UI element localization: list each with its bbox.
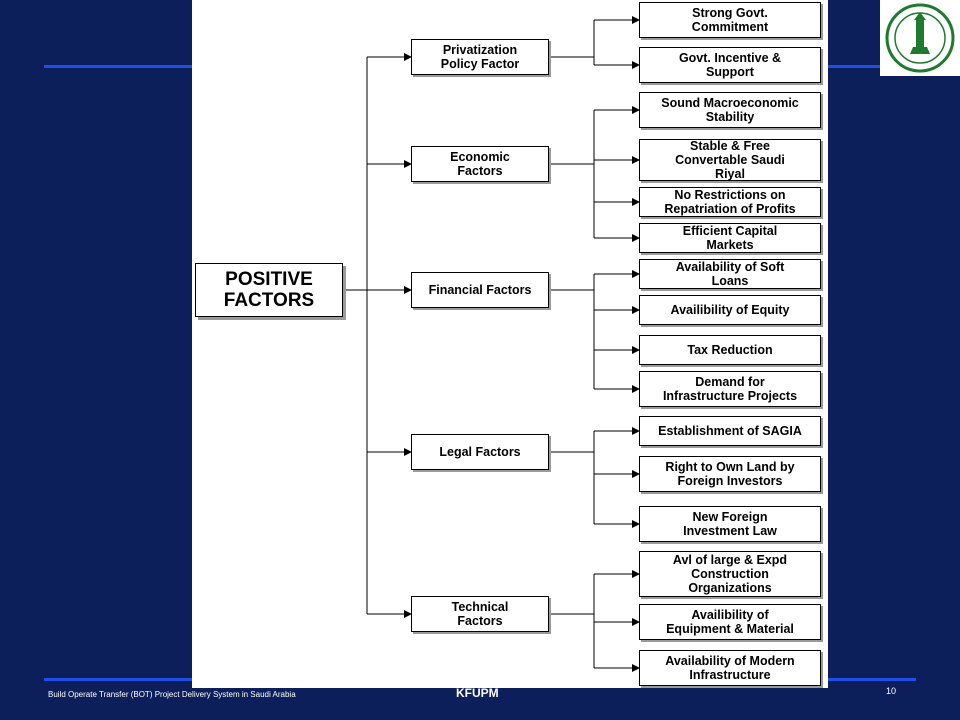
category-node-economic: Economic Factors <box>411 146 549 182</box>
category-node-technical: Technical Factors <box>411 596 549 632</box>
university-emblem-icon <box>880 0 960 76</box>
category-node-financial: Financial Factors <box>411 272 549 308</box>
item-node-sagia: Establishment of SAGIA <box>639 416 821 446</box>
item-node-investment-law: New Foreign Investment Law <box>639 506 821 542</box>
category-node-legal: Legal Factors <box>411 434 549 470</box>
page-number: 10 <box>886 686 897 696</box>
item-node-strong-govt-commitment: Strong Govt. Commitment <box>639 2 821 38</box>
root-node-positive-factors: POSITIVE FACTORS <box>195 263 343 317</box>
diagram-canvas: POSITIVE FACTORS Privatization Policy Fa… <box>192 0 828 688</box>
item-node-equipment-material: Availibility of Equipment & Material <box>639 604 821 640</box>
presentation-title: Build Operate Transfer (BOT) Project Del… <box>48 690 296 699</box>
item-node-modern-infrastructure: Availability of Modern Infrastructure <box>639 650 821 686</box>
item-node-equity: Availibility of Equity <box>639 295 821 325</box>
item-node-own-land: Right to Own Land by Foreign Investors <box>639 456 821 492</box>
item-node-govt-incentive: Govt. Incentive & Support <box>639 47 821 83</box>
connector-lines <box>343 16 640 672</box>
item-node-capital-markets: Efficient Capital Markets <box>639 223 821 253</box>
item-node-no-restrictions-profits: No Restrictions on Repatriation of Profi… <box>639 187 821 217</box>
category-node-privatization: Privatization Policy Factor <box>411 39 549 75</box>
item-node-construction-organizations: Avl of large & Expd Construction Organiz… <box>639 551 821 597</box>
item-node-tax-reduction: Tax Reduction <box>639 335 821 365</box>
item-node-soft-loans: Availability of Soft Loans <box>639 259 821 289</box>
item-node-macroeconomic-stability: Sound Macroeconomic Stability <box>639 92 821 128</box>
institution-label: KFUPM <box>456 686 499 700</box>
item-node-convertible-riyal: Stable & Free Convertable Saudi Riyal <box>639 139 821 181</box>
item-node-infrastructure-demand: Demand for Infrastructure Projects <box>639 371 821 407</box>
